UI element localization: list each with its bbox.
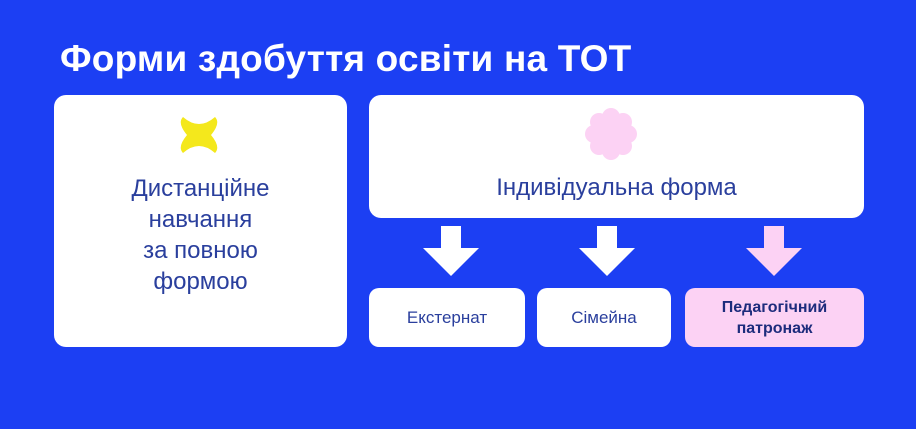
distance-learning-line-1: Дистанційне (131, 175, 270, 202)
distance-learning-line-2: навчання (148, 206, 253, 233)
pink-flower-icon (585, 108, 637, 160)
individual-form-card: Індивідуальна форма (369, 95, 864, 218)
page-title: Форми здобуття освіти на ТОТ (60, 38, 632, 79)
distance-learning-card: Дистанційне навчання за повною формою (54, 95, 347, 347)
pedagogical-patronage-box: Педагогічний патронаж (685, 288, 864, 347)
distance-learning-line-4: формою (153, 268, 248, 295)
distance-learning-label: Дистанційне навчання за повною формою (54, 173, 347, 297)
down-arrow-icon (746, 226, 802, 276)
distance-learning-line-3: за повною (143, 237, 258, 264)
down-arrow-icon (423, 226, 479, 276)
external-study-box: Екстернат (369, 288, 525, 347)
pedagogical-patronage-line-2: патронаж (736, 319, 813, 337)
individual-form-label: Індивідуальна форма (496, 174, 737, 201)
yellow-x-icon (180, 117, 218, 153)
family-education-box: Сімейна (537, 288, 671, 347)
down-arrow-icon (579, 226, 635, 276)
pedagogical-patronage-line-1: Педагогічний (721, 298, 828, 316)
